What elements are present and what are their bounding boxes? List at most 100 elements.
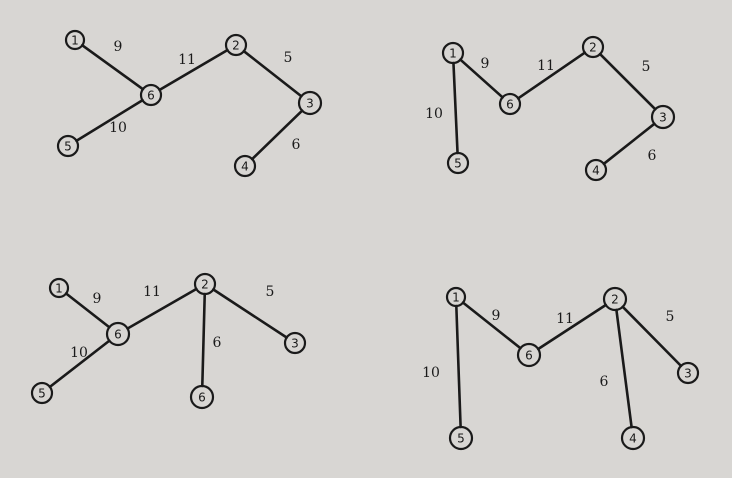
node-4: 4 (584, 158, 608, 182)
node-1: 1 (445, 286, 467, 308)
node-3: 3 (283, 331, 307, 355)
node-6: 6 (105, 321, 131, 347)
node-3: 3 (297, 90, 323, 116)
node-circle (581, 35, 605, 59)
edge-2-6b (200, 292, 207, 388)
edge-weight-label: 9 (93, 291, 102, 307)
node-circle (105, 321, 131, 347)
node-label: 6 (506, 98, 514, 112)
node-1: 1 (48, 277, 70, 299)
edge-2-3 (598, 52, 657, 111)
node-label: 3 (306, 97, 314, 111)
node-circle (233, 154, 257, 178)
node-6: 6 (516, 342, 542, 368)
edge-2-3 (621, 305, 683, 368)
node-label: 5 (457, 432, 465, 446)
node-circle (48, 277, 70, 299)
edge-weight-label: 5 (642, 59, 651, 75)
edge-2-3 (242, 49, 303, 98)
node-label: 5 (454, 157, 462, 171)
edge-1-5 (455, 304, 462, 429)
node-label: 4 (629, 432, 637, 446)
node-label: 5 (38, 387, 46, 401)
node-circle (283, 331, 307, 355)
node-5: 5 (448, 425, 474, 451)
edge-weight-label: 6 (648, 148, 657, 164)
node-circle (448, 425, 474, 451)
node-label: 6 (198, 391, 206, 405)
node-6b: 6 (189, 384, 215, 410)
node-label: 2 (232, 39, 240, 53)
node-circle (441, 41, 465, 65)
node-6: 6 (139, 83, 163, 107)
node-2: 2 (602, 286, 628, 312)
node-label: 5 (64, 140, 72, 154)
edge-1-6 (64, 292, 111, 329)
node-circle (193, 272, 217, 296)
node-label: 3 (659, 111, 667, 125)
node-circle (297, 90, 323, 116)
node-label: 1 (452, 291, 460, 305)
node-circle (584, 158, 608, 182)
edge-1-5 (452, 61, 459, 155)
node-circle (516, 342, 542, 368)
node-label: 1 (55, 282, 63, 296)
node-circle (64, 29, 86, 51)
edge-weight-label: 9 (114, 39, 123, 55)
node-circle (189, 384, 215, 410)
node-circle (224, 33, 248, 57)
node-circle (620, 425, 646, 451)
edge-3-4 (602, 122, 656, 166)
edge-6-5 (48, 339, 111, 389)
edge-weight-label: 9 (492, 308, 501, 324)
edge-6-5 (75, 98, 144, 143)
node-2: 2 (581, 35, 605, 59)
node-5: 5 (30, 381, 54, 405)
node-label: 4 (241, 160, 249, 174)
edge-weight-label: 11 (143, 284, 161, 300)
node-1: 1 (64, 29, 86, 51)
node-circle (446, 151, 470, 175)
node-label: 3 (684, 367, 692, 381)
edge-6-2 (158, 48, 229, 92)
edge-weight-label: 6 (292, 137, 301, 153)
edge-weight-label: 11 (537, 58, 555, 74)
edge-weight-label: 10 (425, 106, 443, 122)
edge-3-4 (250, 109, 304, 161)
edge-weight-label: 10 (70, 345, 88, 361)
edge-6-2 (536, 303, 608, 351)
node-5: 5 (56, 134, 80, 158)
edge-weight-label: 11 (556, 311, 574, 327)
edge-weight-label: 11 (178, 52, 196, 68)
node-label: 6 (147, 89, 155, 103)
node-circle (56, 134, 80, 158)
edge-weight-label: 10 (422, 365, 440, 381)
node-3: 3 (650, 104, 676, 130)
node-4: 4 (233, 154, 257, 178)
edge-6-2 (516, 51, 587, 100)
node-2: 2 (224, 33, 248, 57)
edge-2-3 (212, 288, 288, 339)
node-label: 2 (201, 278, 209, 292)
node-circle (676, 361, 700, 385)
node-5: 5 (446, 151, 470, 175)
node-label: 4 (592, 164, 600, 178)
node-2: 2 (193, 272, 217, 296)
edge-weight-label: 6 (213, 335, 222, 351)
node-circle (498, 92, 522, 116)
node-circle (650, 104, 676, 130)
node-6: 6 (498, 92, 522, 116)
edge-weight-label: 6 (600, 374, 609, 390)
node-circle (30, 381, 54, 405)
node-circle (139, 83, 163, 107)
node-3: 3 (676, 361, 700, 385)
node-label: 2 (611, 293, 619, 307)
node-circle (445, 286, 467, 308)
edge-2-4 (615, 308, 633, 429)
node-label: 2 (589, 41, 597, 55)
